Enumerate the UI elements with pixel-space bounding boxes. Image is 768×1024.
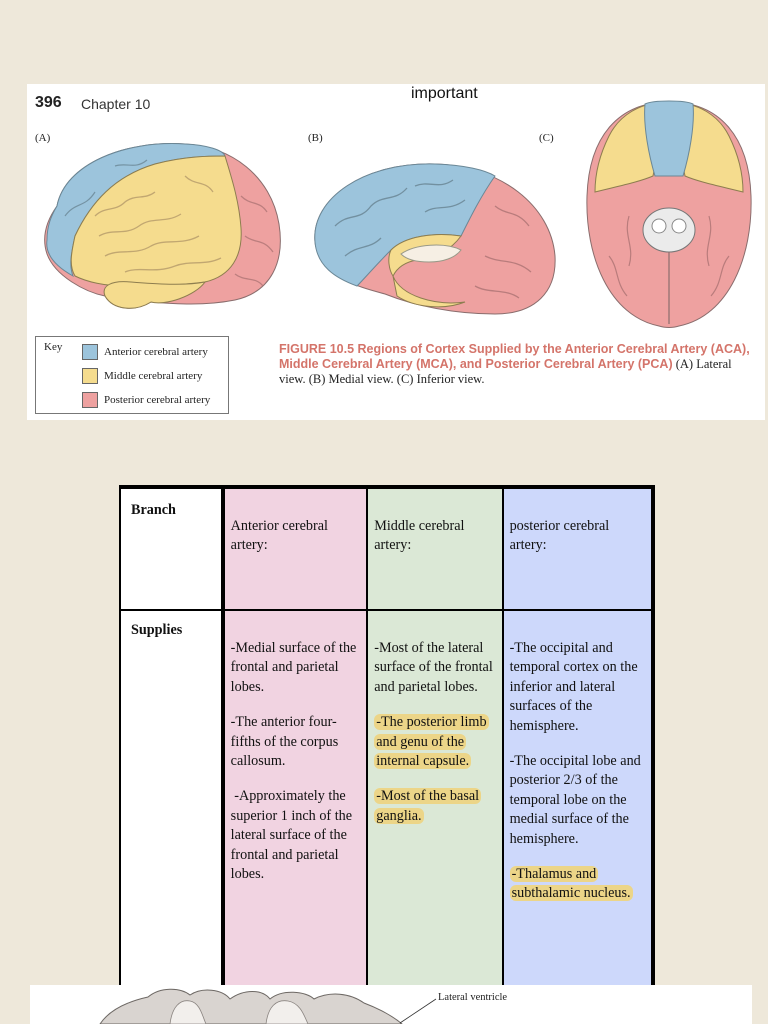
figure-panel: 396 Chapter 10 important (A) (B) (C): [27, 84, 765, 420]
handwritten-note: important: [411, 85, 478, 102]
figure-caption: FIGURE 10.5 Regions of Cortex Supplied b…: [279, 342, 759, 387]
panel-label-a: (A): [35, 132, 51, 144]
pca-header: posterior cerebral artery:: [501, 485, 656, 611]
coronal-brain-illustration: [99, 988, 437, 1024]
pca-supply-item: -The occipital lobe and posterior 2/3 of…: [509, 753, 641, 847]
key-item-label: Anterior cerebral artery: [104, 346, 208, 358]
supplies-header: Supplies: [119, 609, 224, 995]
caption-text: (A) Lateral view. (B) Medial view. (C) I…: [279, 357, 732, 386]
pca-color-swatch: [82, 392, 98, 408]
key-item-pca: Posterior cerebral artery: [82, 392, 210, 408]
mca-color-swatch: [82, 368, 98, 384]
lateral-brain-illustration: [44, 143, 281, 309]
page-number: 396: [35, 94, 62, 111]
table-supplies-row: Supplies -Medial surface of the frontal …: [119, 609, 656, 995]
mca-supply-item-highlighted: -The posterior limb and genu of the inte…: [374, 714, 489, 770]
aca-header: Anterior cerebral artery:: [220, 485, 369, 611]
key-item-label: Posterior cerebral artery: [104, 394, 211, 406]
mca-supply-item: -Most of the lateral surface of the fron…: [374, 640, 493, 695]
panel-label-b: (B): [308, 132, 323, 144]
aca-supply-item: -Approximately the superior 1 inch of th…: [230, 788, 356, 883]
caption-title: FIGURE 10.5 Regions of Cortex Supplied b…: [279, 342, 750, 371]
lateral-ventricle-label: Lateral ventricle: [438, 992, 508, 1003]
key-item-aca: Anterior cerebral artery: [82, 344, 208, 360]
pca-supply-item-highlighted: -Thalamus and subthalamic nucleus.: [509, 866, 633, 902]
artery-supply-table: Branch Anterior cerebral artery: Middle …: [119, 485, 656, 995]
chapter-title: Chapter 10: [81, 96, 151, 112]
mca-header: Middle cerebral artery:: [366, 485, 504, 611]
pca-supply-item: -The occipital and temporal cortex on th…: [509, 640, 638, 734]
aca-color-swatch: [82, 344, 98, 360]
medial-brain-illustration: [314, 163, 556, 315]
bottom-figure-panel: Lateral ventricle: [30, 985, 752, 1024]
key-item-label: Middle cerebral artery: [104, 370, 203, 382]
aca-supply-item: -Medial surface of the frontal and parie…: [230, 640, 357, 695]
table-header-row: Branch Anterior cerebral artery: Middle …: [119, 485, 656, 611]
mca-supplies-cell: -Most of the lateral surface of the fron…: [366, 609, 504, 995]
key-item-mca: Middle cerebral artery: [82, 368, 202, 384]
aca-supply-item: -The anterior four-fifths of the corpus …: [230, 714, 339, 770]
panel-label-c: (C): [539, 132, 554, 144]
inferior-brain-illustration: [586, 100, 752, 328]
pca-supplies-cell: -The occipital and temporal cortex on th…: [501, 609, 656, 995]
figure-key: Key Anterior cerebral artery Middle cere…: [35, 336, 229, 414]
mca-supply-item-highlighted: -Most of the basal ganglia.: [374, 788, 482, 824]
branch-header: Branch: [119, 485, 224, 611]
key-title: Key: [44, 341, 63, 353]
aca-supplies-cell: -Medial surface of the frontal and parie…: [220, 609, 369, 995]
